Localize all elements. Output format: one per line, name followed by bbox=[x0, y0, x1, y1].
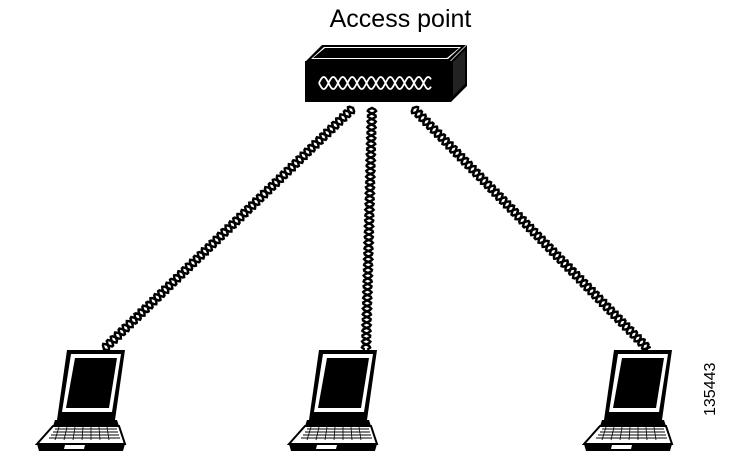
figure-id: 135443 bbox=[702, 362, 719, 416]
laptop-left-icon bbox=[36, 349, 126, 452]
access-point-wave-strand bbox=[318, 76, 432, 90]
laptop-right-icon bbox=[583, 349, 673, 452]
access-point-icon bbox=[305, 45, 467, 102]
laptop-center-icon bbox=[288, 349, 378, 452]
access-point-label: Access point bbox=[329, 5, 472, 33]
wireless-link-laptop-center bbox=[360, 106, 378, 351]
wireless-link-laptop-left bbox=[101, 105, 356, 352]
wireless-link-laptop-right bbox=[410, 105, 651, 352]
wireless-links bbox=[101, 105, 651, 352]
